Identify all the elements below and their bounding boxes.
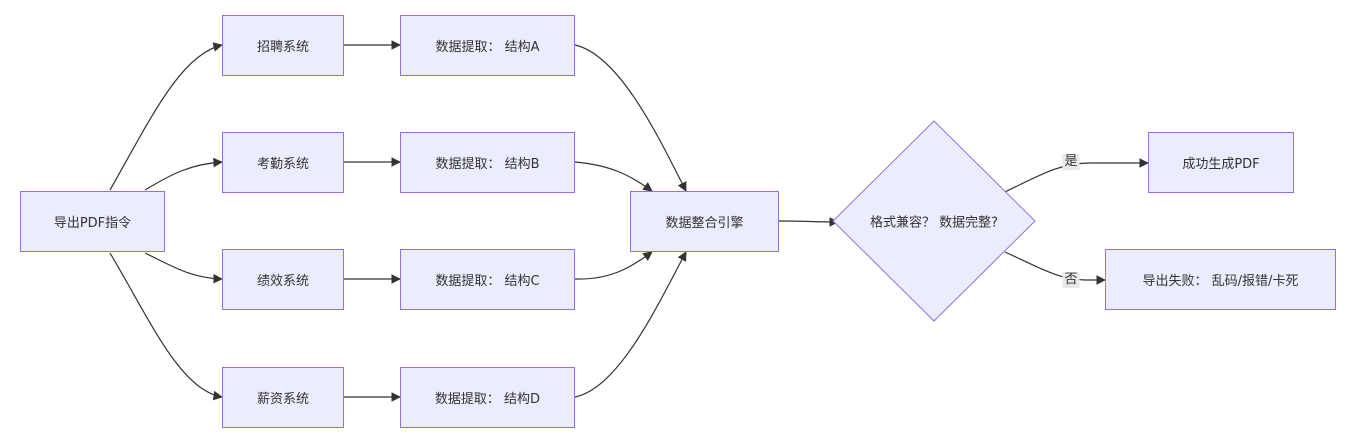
decision-diamond: [832, 120, 1036, 322]
edge-label-yes: 是: [1062, 154, 1080, 170]
failure-node: 导出失败： 乱码/报错/卡死: [1105, 249, 1336, 310]
edge-engine-to-decision: [778, 217, 839, 227]
edge-export-to-attendance: [144, 157, 223, 191]
success-node: 成功生成PDF: [1148, 132, 1294, 193]
edge-extract-b-to-engine: [574, 161, 653, 192]
edge-extract-a-to-engine: [574, 44, 687, 192]
edge-export-to-salary: [109, 252, 223, 401]
extract-c-node: 数据提取： 结构C: [400, 249, 575, 310]
edge-export-to-recruit: [109, 42, 223, 191]
performance-system-node: 绩效系统: [222, 249, 344, 310]
edge-label-no: 否: [1062, 272, 1080, 288]
edge-export-to-performance: [144, 252, 223, 284]
edge-extract-d-to-engine: [574, 251, 687, 398]
edge-extract-c-to-engine: [574, 251, 653, 280]
attendance-system-node: 考勤系统: [222, 132, 344, 193]
decision-label: 格式兼容？ 数据完整?: [869, 215, 999, 231]
edge-decision-to-failure: [1004, 251, 1106, 285]
extract-b-node: 数据提取： 结构B: [400, 132, 575, 193]
salary-system-node: 薪资系统: [222, 367, 344, 428]
export-command-node: 导出PDF指令: [20, 191, 165, 252]
integration-engine-node: 数据整合引擎: [630, 191, 779, 252]
extract-a-node: 数据提取： 结构A: [400, 15, 575, 76]
edge-decision-to-success: [1004, 158, 1149, 193]
extract-d-node: 数据提取： 结构D: [400, 367, 575, 428]
recruit-system-node: 招聘系统: [222, 15, 344, 76]
